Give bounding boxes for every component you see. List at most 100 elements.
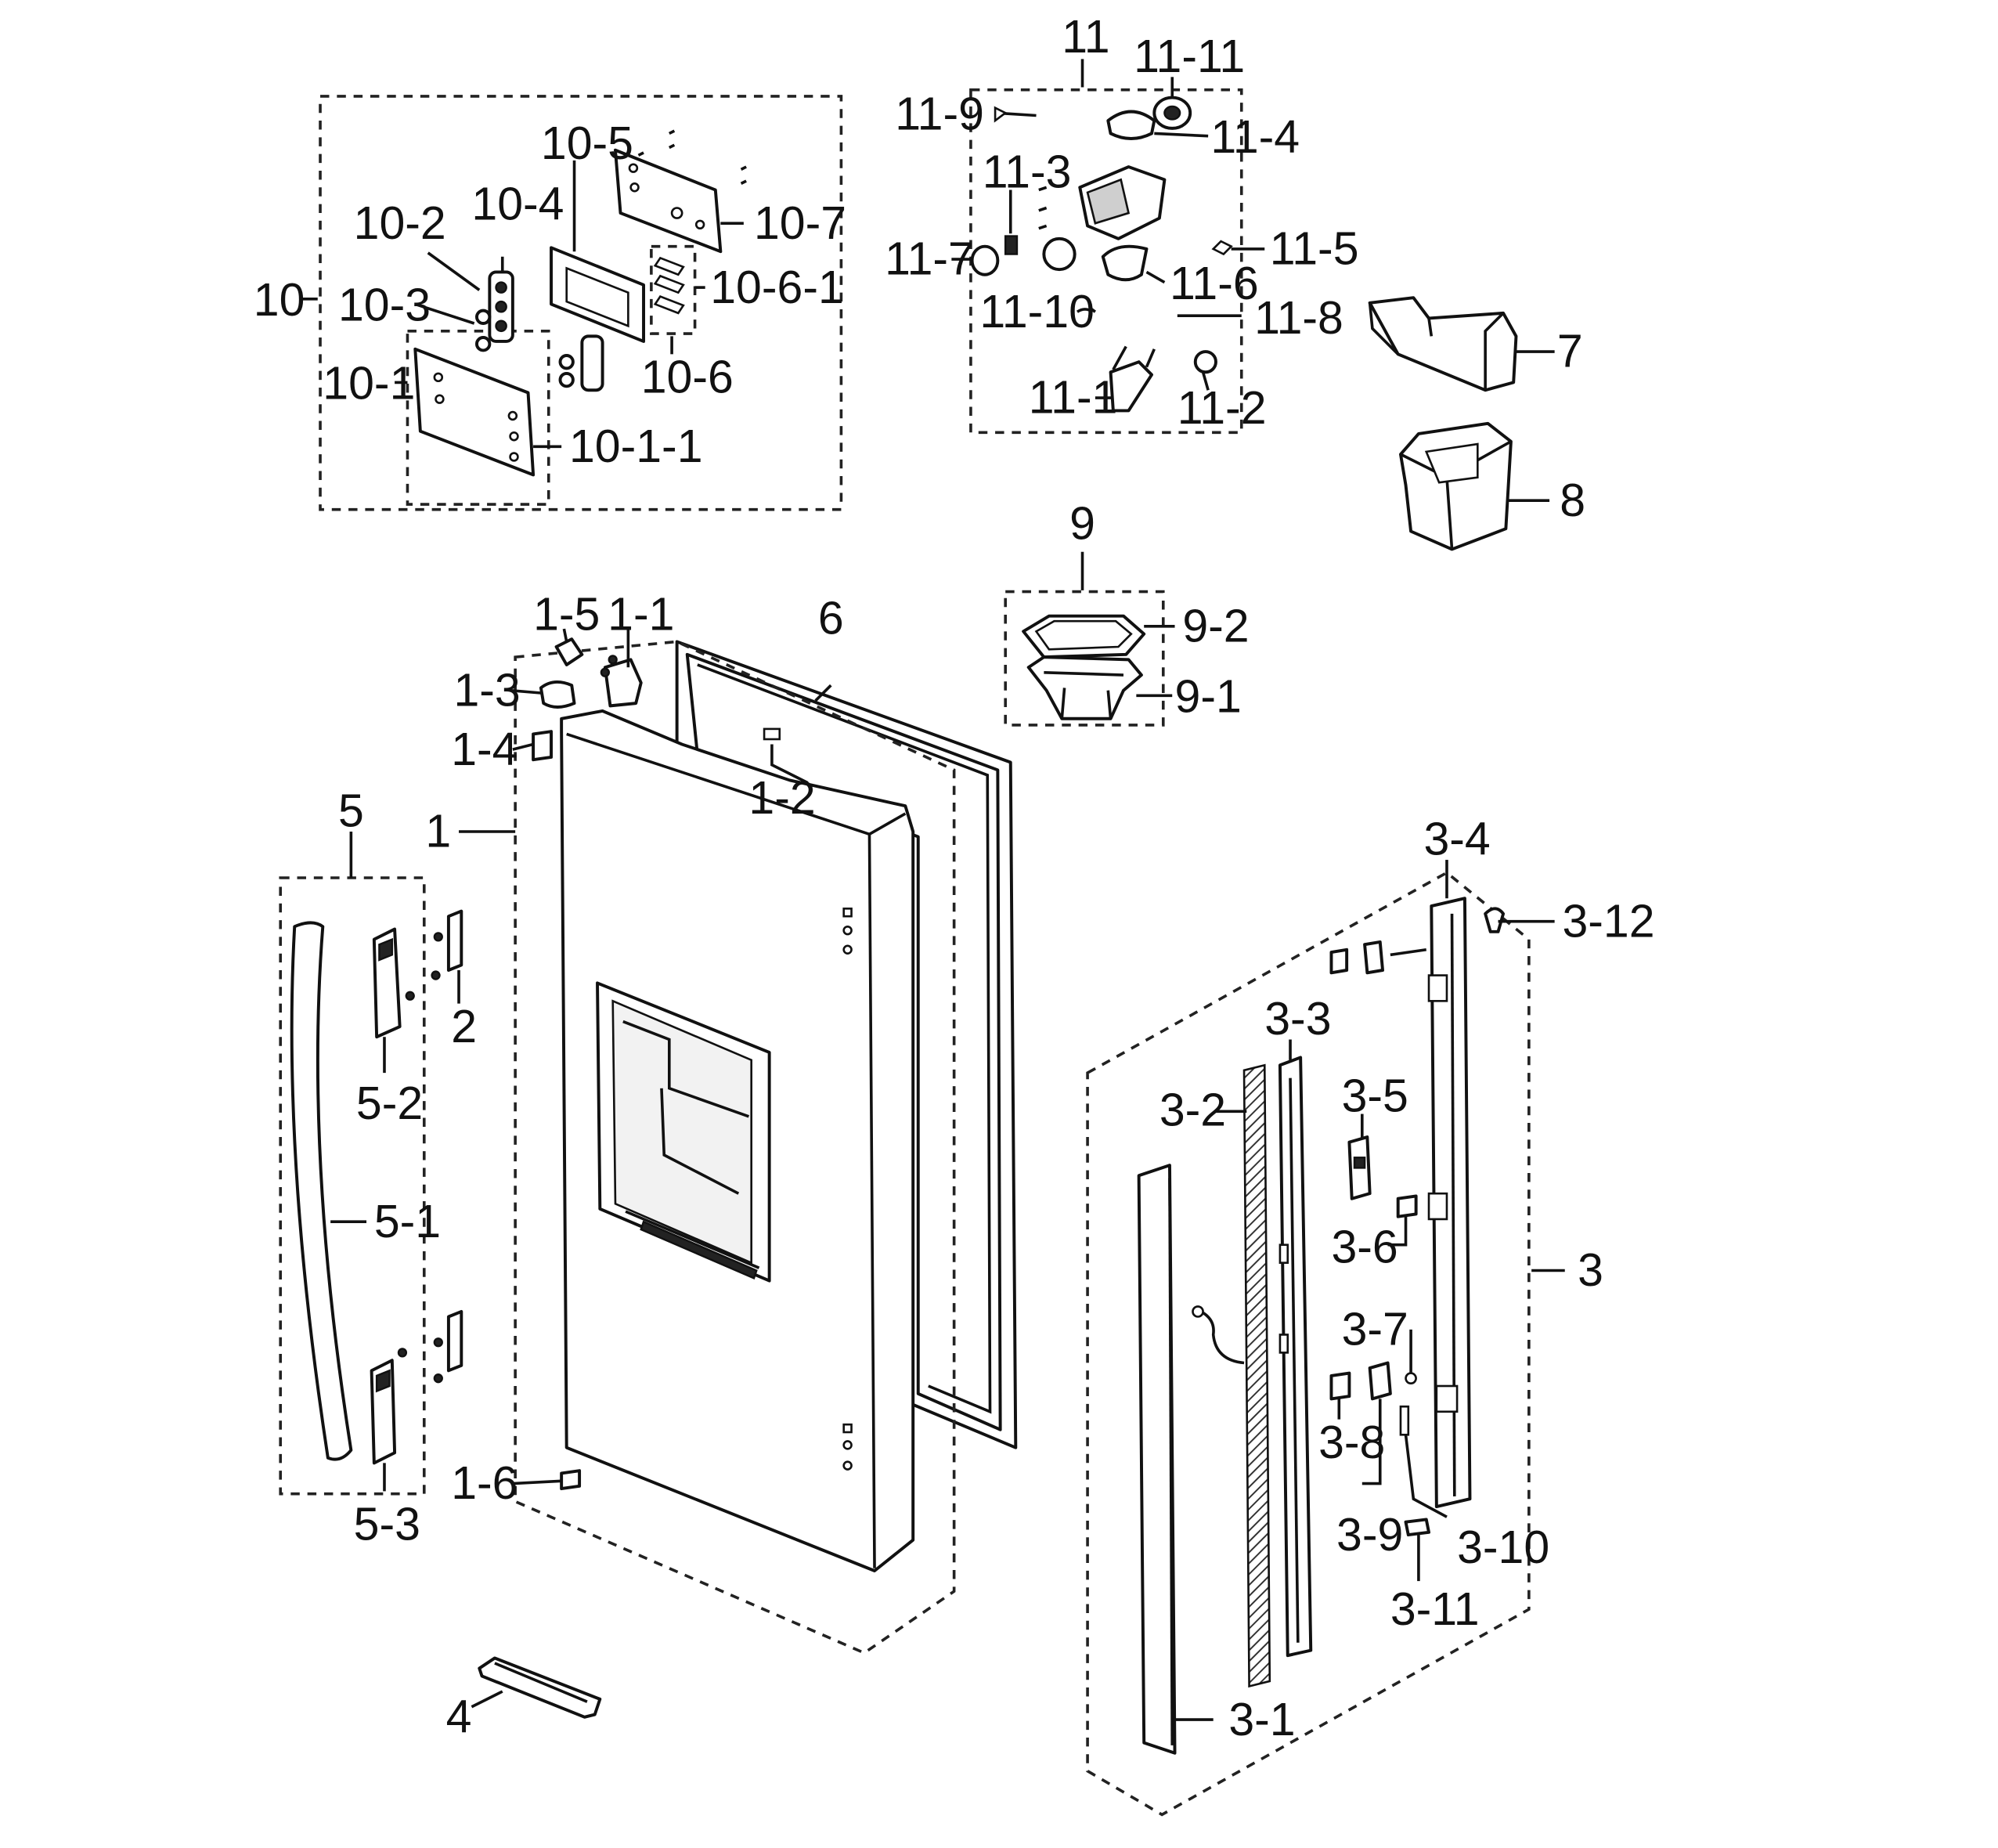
label-1-3: 1-3 [453,664,520,716]
label-1-1: 1-1 [608,589,674,641]
leader-1-3 [510,688,542,695]
part-5-1-handle [290,921,353,1461]
part-10-7-panel [614,148,723,254]
label-3-10: 3-10 [1457,1521,1549,1573]
door-indicator-icons [842,908,853,1471]
part-1-3-cover [539,680,576,709]
screw-set-10 [637,129,747,185]
part-3-4-hinge-rail [1430,897,1472,1509]
group-10-control-panel: 10 10-2 10-3 10-4 10-5 10-6-1 10-6 10-7 … [254,95,846,511]
leader-3-9 [1361,1399,1382,1485]
part-10-7-hole [670,207,683,219]
label-3-5: 3-5 [1342,1070,1408,1121]
label-8: 8 [1560,475,1585,526]
label-3-8: 3-8 [1318,1417,1385,1468]
label-4: 4 [446,1691,472,1743]
group-10-1-boundary [406,330,550,506]
part-10-2-button [475,309,492,325]
leader-1-5 [562,628,568,642]
part-10-7-hole [629,182,640,193]
label-1-5: 1-5 [533,589,600,641]
part-9-1-cup [1026,655,1143,720]
label-1-6: 1-6 [451,1457,518,1509]
label-10-1-1: 10-1-1 [569,420,703,472]
group-1-boundary [514,640,956,1655]
label-10-4: 10-4 [471,178,564,229]
part-4-bottom-trim: 4 [446,1656,602,1743]
part-3-7-screw [1405,1372,1417,1385]
label-9-2: 9-2 [1182,600,1249,651]
label-3-2: 3-2 [1159,1084,1226,1135]
group-10-6-boundary [650,244,697,335]
part-10-5-window [565,266,629,328]
label-10-6-1: 10-6-1 [710,262,844,313]
part-1-2-clip [763,727,781,741]
label-11-8: 11-8 [1254,292,1343,344]
group-3-trim-assembly: 3-4 3-12 3-3 3-2 3-5 3-6 3 3-7 3-8 3-9 3… [1086,814,1655,1817]
part-11-3-switch [1004,235,1019,255]
group-3-boundary [1086,871,1531,1817]
leader-4 [471,1690,503,1709]
label-5-1: 5-1 [374,1196,441,1247]
label-11-11: 11-11 [1134,31,1245,82]
leader-1-6 [512,1479,562,1485]
label-11-4: 11-4 [1210,111,1300,163]
label-11-9: 11-9 [895,88,984,140]
label-11: 11 [1062,11,1109,63]
part-10-6-1-switch [653,274,685,294]
label-9: 9 [1069,497,1095,549]
part-11-5-clip [1211,240,1233,256]
part-10-button-strip [580,334,604,392]
label-11-6: 11-6 [1170,258,1259,309]
part-1-1-hinge [603,658,643,708]
label-3: 3 [1578,1244,1603,1296]
part-2-clip [446,909,463,972]
label-3-3: 3-3 [1264,993,1331,1045]
label-3-9: 3-9 [1336,1509,1403,1561]
label-2: 2 [451,1001,477,1052]
part-3-10-pin [1399,1405,1410,1436]
label-3-7: 3-7 [1342,1304,1408,1355]
label-1-2: 1-2 [748,772,815,824]
part-8-ice-bucket: 8 [1399,421,1585,551]
leader-10-3 [414,302,475,325]
part-3-1-trim [1137,1164,1177,1755]
part-10-7-hole [694,219,705,230]
label-10: 10 [254,274,305,326]
part-3-12-hook [1484,907,1506,933]
label-1-4: 1-4 [451,724,518,775]
part-3-2-heater-strip [1242,1063,1271,1688]
group-1-door-assembly: 1 1-5 1-1 1-3 1-4 1-2 1-6 [425,589,956,1655]
part-11-pulley [1042,236,1077,272]
leader-1-4 [512,742,534,751]
part-11-10-spring [1076,306,1096,313]
part-3-1-wire [1195,1307,1245,1365]
leader-11-6 [1145,270,1166,284]
leader-3-10 [1404,1435,1448,1518]
label-5: 5 [338,785,364,836]
label-6: 6 [818,593,844,644]
part-10-3-button [475,336,492,352]
part-10-6-1-switch [653,256,685,276]
part-3-top-bracket [1363,940,1384,975]
part-3-11-clip [1404,1518,1430,1537]
label-10-7: 10-7 [754,197,846,249]
group-11-dispenser-assembly: 11 11-11 11-9 11-4 11-3 11-7 11-5 11-6 1… [885,11,1359,435]
label-10-1: 10-1 [323,358,415,410]
part-3-top-screw [1390,947,1427,957]
part-3-8-clip [1329,1371,1351,1401]
label-10-6: 10-6 [641,352,734,403]
label-7: 7 [1557,326,1583,377]
label-3-6: 3-6 [1331,1222,1398,1273]
label-11-1: 11-1 [1029,372,1118,424]
part-11-1-lever [1109,360,1153,413]
group-9-boundary [1004,590,1165,727]
part-2-clip-lower [446,1309,463,1373]
part-10-6-switch [653,294,685,315]
label-1: 1 [425,806,451,857]
label-10-2: 10-2 [354,197,446,249]
screw-set-11 [1038,186,1048,230]
label-11-5: 11-5 [1270,223,1359,275]
part-10-1-cover [413,347,536,477]
